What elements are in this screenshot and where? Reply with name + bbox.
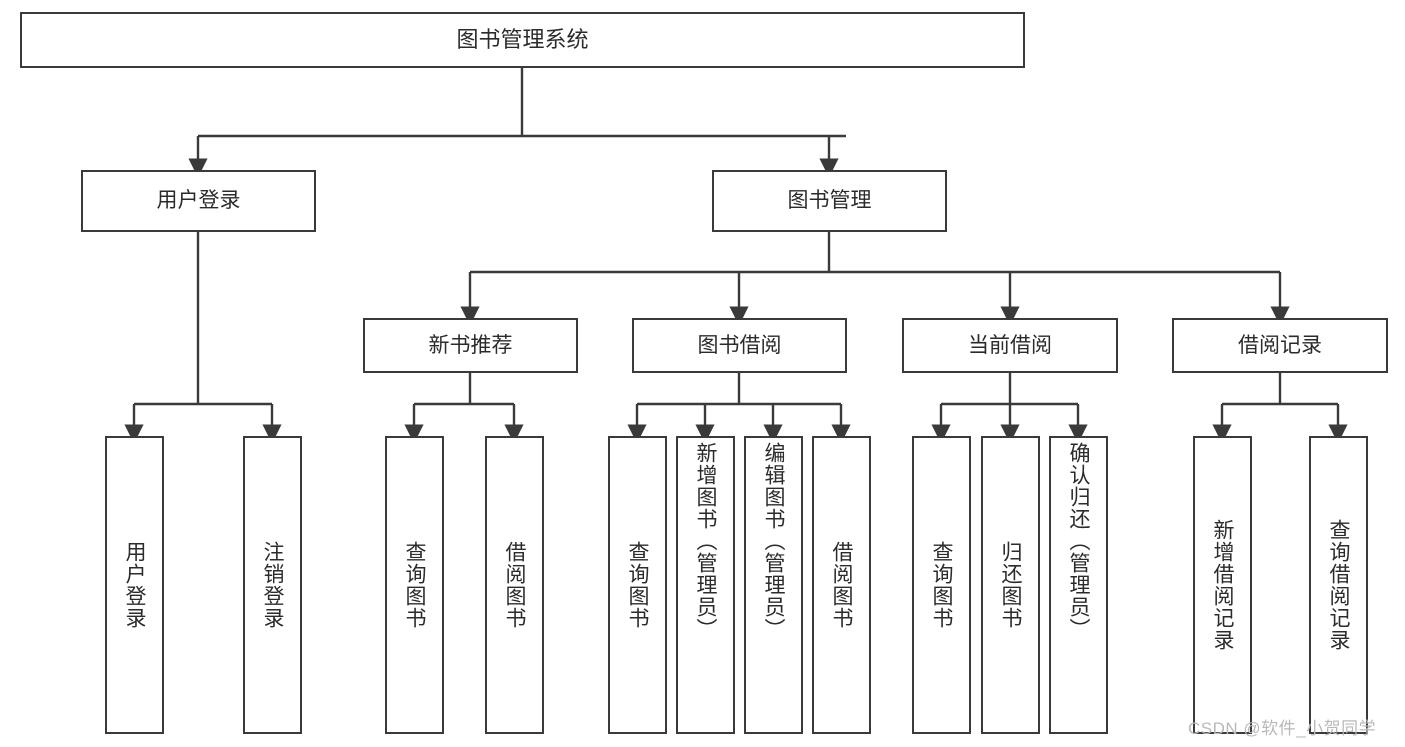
leaf-current-borrow-query-books[interactable]: 查询图书 <box>912 436 971 734</box>
leaf-new-book-query-books[interactable]: 查询图书 <box>385 436 444 734</box>
node-label: 借阅图书 <box>503 541 526 629</box>
node-label: 用户登录 <box>156 189 241 213</box>
node-label: 查询图书 <box>930 541 953 629</box>
node-label: 新书推荐 <box>428 333 513 357</box>
node-label: 当前借阅 <box>968 333 1052 357</box>
leaf-book-borrow-query-books[interactable]: 查询图书 <box>608 436 667 734</box>
node-label: 查询借阅记录 <box>1327 519 1350 651</box>
node-label: 图书管理系统 <box>456 26 589 52</box>
node-root-book-management-system[interactable]: 图书管理系统 <box>20 12 1025 68</box>
node-label: 借阅记录 <box>1238 333 1322 357</box>
leaf-book-borrow-borrow-books[interactable]: 借阅图书 <box>812 436 871 734</box>
node-label: 图书管理 <box>787 189 872 213</box>
watermark-text: CSDN @软件_小贺同学 <box>1188 719 1377 738</box>
node-current-borrow[interactable]: 当前借阅 <box>902 318 1118 373</box>
node-label: 用户登录 <box>123 541 146 629</box>
leaf-book-borrow-edit-book-admin[interactable]: 编辑图书（管理员） <box>744 436 803 734</box>
node-label: 归还图书 <box>999 541 1022 629</box>
node-new-book-recommend[interactable]: 新书推荐 <box>363 318 578 373</box>
node-label: 借阅图书 <box>830 541 853 629</box>
leaf-current-borrow-return-books[interactable]: 归还图书 <box>981 436 1040 734</box>
node-label: 图书借阅 <box>697 333 782 357</box>
node-user-login[interactable]: 用户登录 <box>81 170 316 232</box>
node-label: 新增借阅记录 <box>1211 519 1234 651</box>
node-label: 确认归还（管理员） <box>1067 442 1090 640</box>
leaf-new-book-borrow-books[interactable]: 借阅图书 <box>485 436 544 734</box>
node-borrow-record[interactable]: 借阅记录 <box>1172 318 1388 373</box>
leaf-user-login-login[interactable]: 用户登录 <box>105 436 164 734</box>
leaf-book-borrow-add-book-admin[interactable]: 新增图书（管理员） <box>676 436 735 734</box>
node-label: 编辑图书（管理员） <box>762 442 785 640</box>
node-label: 查询图书 <box>626 541 649 629</box>
node-label: 查询图书 <box>403 541 426 629</box>
leaf-borrow-record-query-record[interactable]: 查询借阅记录 <box>1309 436 1368 734</box>
node-label: 注销登录 <box>261 541 284 629</box>
leaf-user-login-logout[interactable]: 注销登录 <box>243 436 302 734</box>
node-label: 新增图书（管理员） <box>694 442 717 640</box>
node-book-management[interactable]: 图书管理 <box>712 170 947 232</box>
node-book-borrow[interactable]: 图书借阅 <box>632 318 847 373</box>
leaf-borrow-record-add-record[interactable]: 新增借阅记录 <box>1193 436 1252 734</box>
leaf-current-borrow-confirm-return-admin[interactable]: 确认归还（管理员） <box>1049 436 1108 734</box>
